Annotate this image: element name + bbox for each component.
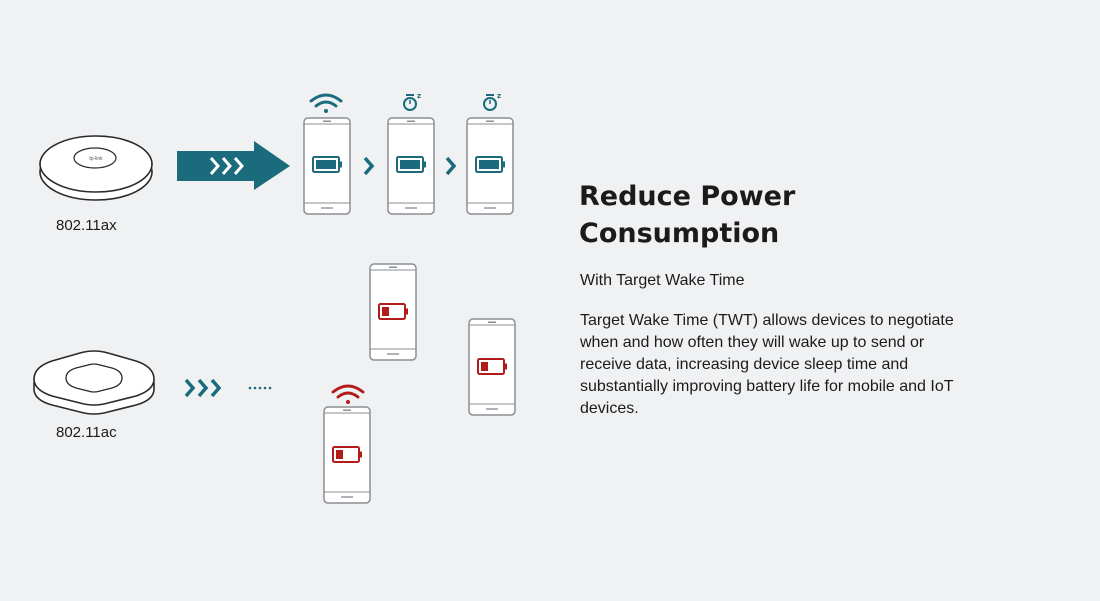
wifi-icon xyxy=(331,384,365,404)
title-line-2: Consumption xyxy=(579,218,780,249)
page-title: Reduce Power Consumption xyxy=(579,178,999,252)
router-icon: tp-link xyxy=(39,135,153,201)
title-line-1: Reduce Power xyxy=(579,181,796,212)
dotted-line xyxy=(248,386,272,390)
text-panel: Reduce Power Consumption With Target Wak… xyxy=(579,178,999,420)
router-ac xyxy=(33,350,155,415)
router-icon xyxy=(33,350,155,415)
router-ax-label: 802.11ax xyxy=(56,217,117,234)
battery-low-icon xyxy=(477,358,507,375)
big-arrow-icon xyxy=(177,141,290,190)
subtitle: With Target Wake Time xyxy=(580,272,745,289)
phone-icon xyxy=(369,263,417,361)
battery-low-icon xyxy=(378,303,408,320)
svg-text:z: z xyxy=(497,92,501,100)
phone-icon xyxy=(468,318,516,416)
phone-icon xyxy=(303,117,351,215)
chevron-arrow-icon xyxy=(363,156,375,176)
phone-icon xyxy=(323,406,371,504)
router-ax: tp-link xyxy=(39,135,153,201)
battery-low-icon xyxy=(332,446,362,463)
wifi-icon xyxy=(309,93,343,113)
battery-full-icon xyxy=(312,156,342,173)
router-logo: tp-link xyxy=(89,156,103,162)
sleep-timer-icon: z xyxy=(483,92,501,111)
description: Target Wake Time (TWT) allows devices to… xyxy=(580,312,954,417)
router-ac-label: 802.11ac xyxy=(56,424,117,441)
chevron-arrow-icon xyxy=(445,156,457,176)
chevron-arrow-icon xyxy=(184,378,222,398)
svg-text:z: z xyxy=(417,92,421,100)
battery-full-icon xyxy=(475,156,505,173)
phone-icon xyxy=(466,117,514,215)
sleep-timer-icon: z xyxy=(403,92,421,111)
battery-full-icon xyxy=(396,156,426,173)
phone-icon xyxy=(387,117,435,215)
